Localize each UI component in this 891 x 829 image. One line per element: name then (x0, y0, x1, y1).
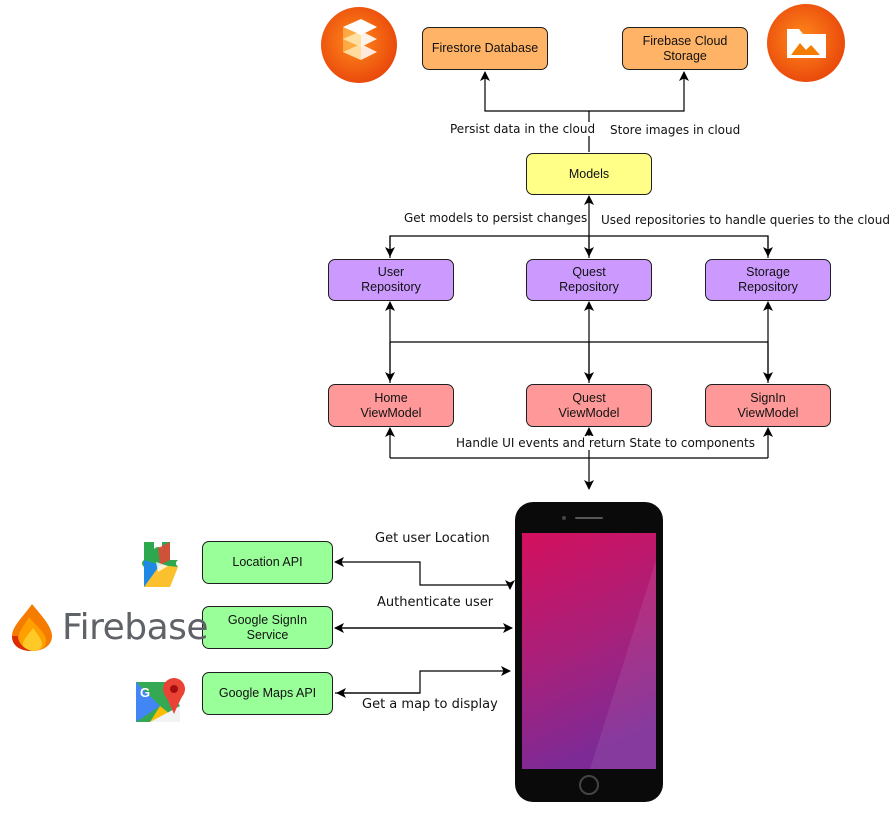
google-signin-service-box: Google SignIn Service (202, 606, 333, 649)
get-map-label: Get a map to display (362, 697, 498, 712)
cloud-storage-box: Firebase Cloud Storage (622, 27, 748, 70)
authenticate-user-label: Authenticate user (377, 595, 494, 610)
storage-repository-box: Storage Repository (705, 259, 831, 301)
persist-cloud-label: Persist data in the cloud (450, 122, 596, 136)
quest-viewmodel-box: Quest ViewModel (526, 384, 652, 427)
get-models-label: Get models to persist changes (404, 211, 588, 225)
svg-text:G: G (140, 685, 150, 700)
get-user-location-label: Get user Location (375, 531, 490, 546)
handle-ui-events-label: Handle UI events and return State to com… (456, 436, 755, 450)
firebase-logo-flame (12, 604, 52, 651)
google-maps-icon: G (136, 678, 185, 722)
google-play-services-icon (142, 542, 178, 587)
quest-repository-box: Quest Repository (526, 259, 652, 301)
firestore-icon (321, 7, 397, 83)
models-box: Models (526, 153, 652, 195)
connectors (334, 71, 773, 698)
home-viewmodel-box: Home ViewModel (328, 384, 454, 427)
used-repositories-label: Used repositories to handle queries to t… (601, 213, 890, 227)
signin-viewmodel-box: SignIn ViewModel (705, 384, 831, 427)
user-repository-box: User Repository (328, 259, 454, 301)
smartphone (515, 502, 663, 802)
firestore-database-box: Firestore Database (422, 27, 548, 70)
location-api-box: Location API (202, 541, 333, 584)
cloud-storage-icon (767, 4, 845, 82)
store-images-label: Store images in cloud (610, 123, 741, 137)
google-maps-api-box: Google Maps API (202, 672, 333, 715)
firebase-wordmark: Firebase (62, 607, 209, 648)
